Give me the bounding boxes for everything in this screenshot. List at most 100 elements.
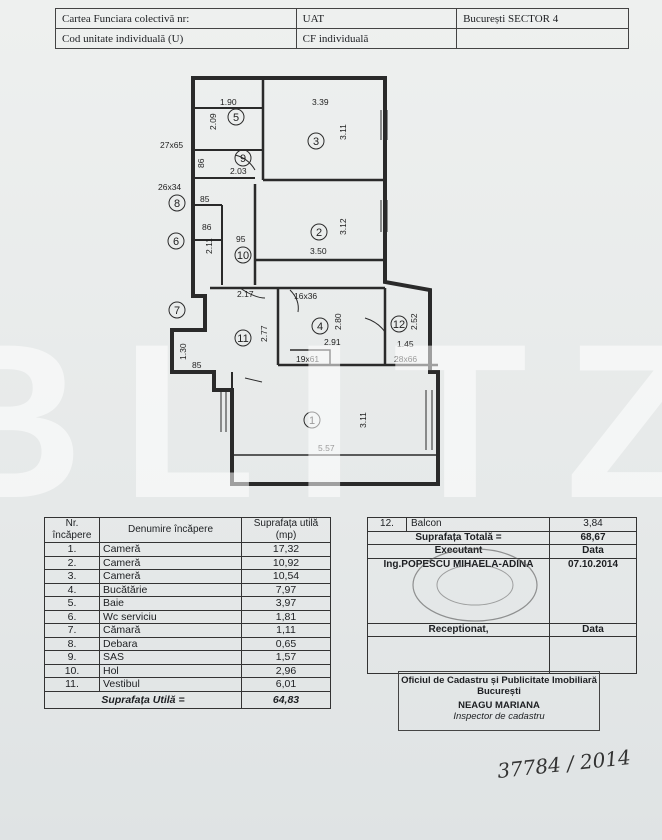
room-marker: [307, 132, 325, 150]
room-number: 11: [237, 333, 248, 345]
room-area: 10,54: [241, 569, 331, 584]
dimension-label: 85: [192, 360, 202, 370]
column-header: Suprafața utilă (mp): [241, 517, 331, 543]
data-label: Data: [549, 622, 637, 637]
room-name: Hol: [99, 663, 242, 678]
room-marker: [310, 223, 328, 241]
room-nr: 8.: [44, 636, 100, 651]
total-value: 64,83: [241, 690, 331, 709]
dimension-label: 2.52: [409, 313, 419, 330]
room-marker: [227, 108, 245, 126]
room-nr: 7.: [44, 623, 100, 638]
room-number: 8: [174, 198, 180, 210]
room-name: Vestibul: [99, 677, 242, 692]
stamp-office: Oficiul de Cadastru și Publicitate Imobi…: [401, 675, 597, 686]
entrance-door: [220, 390, 227, 432]
door-arc: [364, 317, 386, 333]
room-area: 7,97: [241, 582, 331, 597]
room-nr: 11.: [44, 677, 100, 692]
balcon-value: 3,84: [549, 517, 637, 532]
room-nr: 2.: [44, 555, 100, 570]
door-arc: [289, 289, 299, 313]
total-label: Suprafața Utilă =: [44, 690, 242, 709]
room-marker: [234, 246, 252, 264]
column-header: Denumire încăpere: [99, 517, 242, 543]
room-marker: [234, 329, 252, 347]
seal-stamp: [412, 548, 538, 622]
window: [425, 390, 433, 450]
room-marker: [234, 149, 252, 167]
room-number: 2: [316, 227, 322, 239]
balcon-nr: 12.: [367, 517, 407, 532]
dimension-label: 1.45: [397, 339, 414, 349]
dimension-label: 16x36: [294, 291, 317, 301]
dimension-label: 3.50: [310, 246, 327, 256]
dimension-label: 2.17: [237, 289, 254, 299]
room-area: 1,81: [241, 609, 331, 624]
wall: [290, 349, 331, 365]
dimension-label: 3.12: [338, 218, 348, 235]
room-name: Cameră: [99, 569, 242, 584]
room-area: 2,96: [241, 663, 331, 678]
room-nr: 10.: [44, 663, 100, 678]
dimension-label: 27x65: [160, 140, 183, 150]
dimension-label: 2.09: [208, 113, 218, 130]
cod-unitate-label: Cod unitate individuală (U): [55, 28, 297, 49]
room-area: 1,11: [241, 623, 331, 638]
blank-row: [367, 636, 637, 674]
data-label: Data: [549, 544, 637, 559]
cf-colectiva-label: Cartea Funciara colectivă nr:: [55, 8, 297, 29]
handwritten-number: 37784 / 2014: [496, 745, 632, 783]
door-arc: [244, 377, 263, 383]
dimension-label: 95: [236, 234, 246, 244]
total-row: Suprafața Utilă = 64,83: [44, 690, 331, 709]
room-marker: [168, 194, 186, 212]
total-value: 68,67: [549, 530, 637, 545]
room-name: Cămară: [99, 623, 242, 638]
room-number: 5: [233, 112, 239, 124]
room-area: 1,57: [241, 650, 331, 665]
dimension-label: 85: [200, 194, 210, 204]
room-name: Debara: [99, 636, 242, 651]
room-marker: [168, 301, 186, 319]
stamp-name: NEAGU MARIANA: [458, 700, 540, 711]
dimension-label: 86: [202, 222, 212, 232]
header-table: Cartea Funciara colectivă nr: UAT Bucure…: [55, 8, 629, 49]
receptionat-label: Receptionat,: [367, 622, 550, 637]
dimension-label: 3.11: [338, 124, 348, 140]
total-row: Suprafața Totală = 68,67: [367, 530, 637, 545]
summary-table: 12. Balcon 3,84 Suprafața Totală = 68,67…: [367, 517, 637, 674]
cf-individuala-value: [456, 28, 629, 49]
room-nr: 4.: [44, 582, 100, 597]
dimension-label: 86: [196, 158, 206, 168]
dimension-label: 5.57: [318, 443, 335, 453]
room-area: 17,32: [241, 542, 331, 557]
header-row: Cod unitate individuală (U) CF individua…: [55, 28, 629, 49]
table-header: Nr. încăpere Denumire încăpere Suprafața…: [44, 517, 331, 543]
dimension-label: 2.11: [204, 238, 214, 254]
dimension-label: 28x66: [394, 354, 417, 364]
room-area: 0,65: [241, 636, 331, 651]
door-arc: [234, 154, 256, 171]
blank-cell: [367, 636, 550, 674]
stamp-city: București: [477, 686, 521, 697]
balcon-row: 12. Balcon 3,84: [367, 517, 637, 532]
dimension-label: 1.90: [220, 97, 237, 107]
room-name: SAS: [99, 650, 242, 665]
room-area: 3,97: [241, 596, 331, 611]
room-nr: 9.: [44, 650, 100, 665]
room-name: Cameră: [99, 555, 242, 570]
room-name: Bucătărie: [99, 582, 242, 597]
room-marker: [311, 317, 329, 335]
dimension-label: 3.11: [358, 412, 368, 428]
room-nr: 5.: [44, 596, 100, 611]
column-header: Nr. încăpere: [44, 517, 100, 543]
